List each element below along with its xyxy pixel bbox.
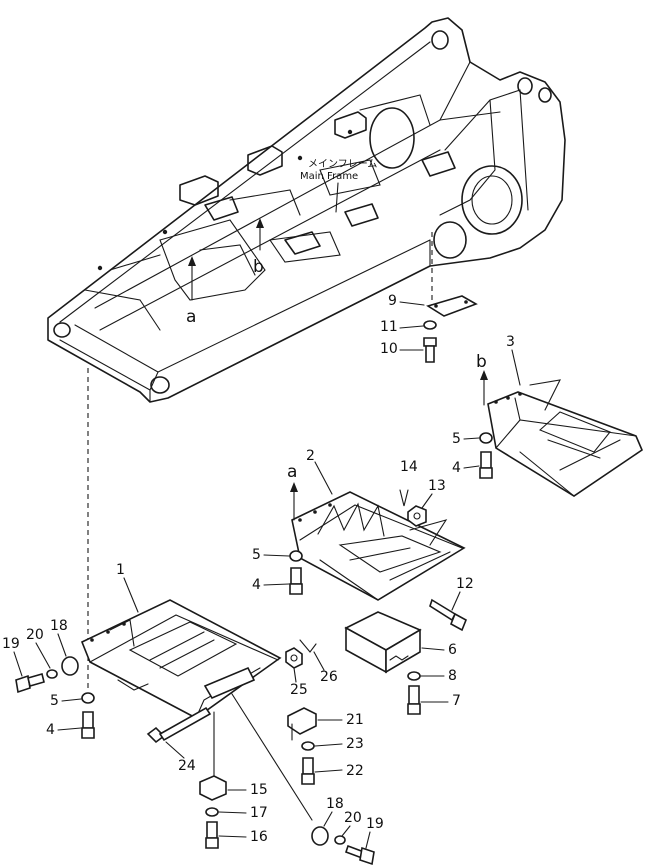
callout-5-guard3: 5 <box>452 431 461 447</box>
callout-19-left: 19 <box>2 636 20 652</box>
ref-label-b-frame: b <box>253 257 264 277</box>
callout-15: 15 <box>250 782 268 798</box>
bolt-10 <box>423 337 437 363</box>
washer-5-guard1 <box>81 692 95 704</box>
callout-9: 9 <box>388 293 397 309</box>
under-guard-3 <box>487 379 643 497</box>
washer-20-left <box>46 669 58 679</box>
callout-18-right: 18 <box>326 796 344 812</box>
callout-18-left: 18 <box>50 618 68 634</box>
ref-label-b-guard: b <box>476 352 487 372</box>
bolt-4-guard1 <box>81 711 95 739</box>
callout-4-guard3: 4 <box>452 460 461 476</box>
main-frame-label-jp: メインフレーム <box>308 158 377 170</box>
callout-10: 10 <box>380 341 398 357</box>
ref-label-a-guard: a <box>287 462 297 482</box>
washer-23 <box>301 741 315 751</box>
long-bolt-24 <box>146 706 212 744</box>
callout-20-left: 20 <box>26 627 44 643</box>
bolt-4-guard3 <box>479 451 493 479</box>
callout-5-guard2: 5 <box>252 547 261 563</box>
callout-7: 7 <box>452 693 461 709</box>
spring-pin-14 <box>399 489 409 507</box>
bolt-22 <box>301 757 315 785</box>
block-6 <box>344 611 422 674</box>
callout-23: 23 <box>346 736 364 752</box>
callout-4-guard2: 4 <box>252 577 261 593</box>
cover-plate-9 <box>426 295 478 317</box>
callout-6: 6 <box>448 642 457 658</box>
ref-label-a-frame: a <box>186 307 196 327</box>
callout-25: 25 <box>290 682 308 698</box>
callout-21: 21 <box>346 712 364 728</box>
washer-8 <box>407 671 421 681</box>
callout-11: 11 <box>380 319 398 335</box>
bolt-19-right <box>344 844 375 866</box>
washer-17 <box>205 807 219 817</box>
ref-arrow-a-guard <box>290 482 298 521</box>
washer-5-guard3 <box>479 432 493 444</box>
callout-3: 3 <box>506 334 515 350</box>
long-bolt-12 <box>429 598 468 632</box>
callout-26: 26 <box>320 669 338 685</box>
washer-20-right <box>334 835 346 845</box>
bolt-19-left <box>15 673 45 694</box>
under-guard-1 <box>80 599 282 719</box>
spring-pin-26 <box>299 639 317 653</box>
nut-13 <box>407 505 427 527</box>
cap-18-left <box>61 656 79 676</box>
callout-20-right: 20 <box>344 810 362 826</box>
callout-2: 2 <box>306 448 315 464</box>
under-guard-2 <box>291 491 466 601</box>
callout-4-guard1: 4 <box>46 722 55 738</box>
bolt-7 <box>407 685 421 715</box>
clamp-21 <box>287 707 317 741</box>
callout-14: 14 <box>400 459 418 475</box>
washer-5-guard2 <box>289 550 303 562</box>
callout-8: 8 <box>448 668 457 684</box>
callout-24: 24 <box>178 758 196 774</box>
ref-arrow-b-frame <box>256 218 264 251</box>
nut-25 <box>285 647 303 669</box>
callout-22: 22 <box>346 763 364 779</box>
main-frame-label-en: Main Frame <box>300 171 358 182</box>
ref-arrow-a-frame <box>188 256 196 301</box>
callout-17: 17 <box>250 805 268 821</box>
callout-1: 1 <box>116 562 125 578</box>
bracket-15 <box>199 775 227 801</box>
callout-16: 16 <box>250 829 268 845</box>
bolt-16 <box>205 821 219 849</box>
callout-19-right: 19 <box>366 816 384 832</box>
washer-11 <box>423 320 437 330</box>
cap-18-right <box>311 826 329 846</box>
callout-13: 13 <box>428 478 446 494</box>
callout-5-guard1: 5 <box>50 693 59 709</box>
bolt-4-guard2 <box>289 567 303 595</box>
ref-arrow-b-guard <box>480 370 488 406</box>
callout-12: 12 <box>456 576 474 592</box>
main-frame <box>47 17 566 403</box>
